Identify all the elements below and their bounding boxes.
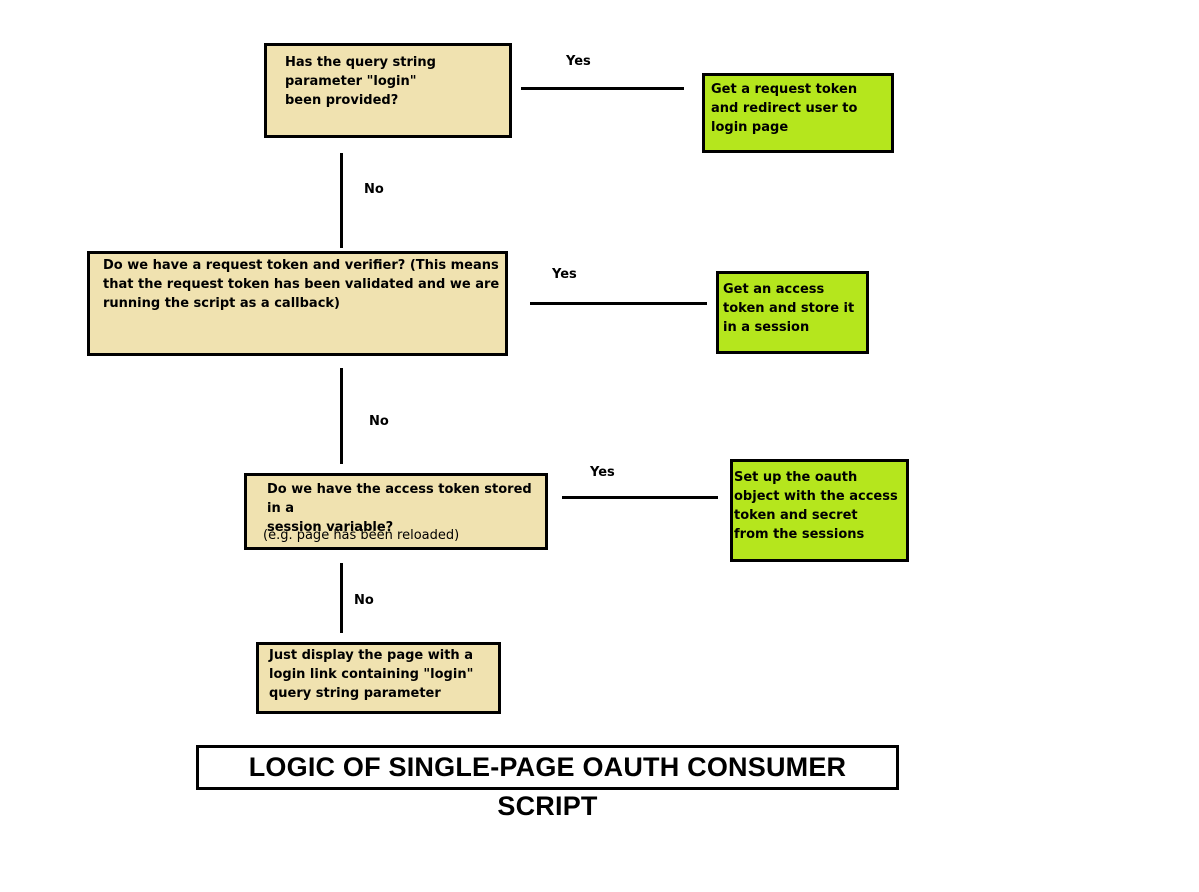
action-text: Get an access token and store it in a se… (723, 282, 855, 335)
diagram-title: LOGIC OF SINGLE-PAGE OAUTH CONSUMER SCRI… (196, 745, 899, 821)
final-text: Just display the page with a login link … (269, 648, 474, 701)
no-connector (340, 153, 343, 248)
decision-box-request-token-verifier: Do we have a request token and verifier?… (87, 251, 508, 356)
no-label: No (369, 414, 389, 429)
no-label: No (354, 593, 374, 608)
action-box-request-token: Get a request token and redirect user to… (702, 73, 894, 153)
no-connector (340, 368, 343, 464)
no-connector (340, 563, 343, 633)
decision-box-login-param: Has the query string parameter "login" b… (264, 43, 512, 138)
action-text: Set up the oauth object with the access … (734, 470, 898, 542)
no-label: No (364, 182, 384, 197)
yes-connector (530, 302, 707, 305)
decision-note: (e.g. page has been reloaded) (263, 528, 460, 543)
decision-text: Do we have a request token and verifier?… (103, 258, 500, 311)
yes-label: Yes (566, 54, 591, 69)
decision-text: Has the query string parameter "login" b… (285, 55, 436, 108)
yes-connector (521, 87, 684, 90)
yes-connector (562, 496, 718, 499)
final-box-display-page: Just display the page with a login link … (256, 642, 501, 714)
decision-text: Do we have the access token stored in a … (267, 482, 532, 535)
decision-box-access-token-session: Do we have the access token stored in a … (244, 473, 548, 550)
action-box-access-token: Get an access token and store it in a se… (716, 271, 869, 354)
yes-label: Yes (590, 465, 615, 480)
yes-label: Yes (552, 267, 577, 282)
action-box-setup-oauth: Set up the oauth object with the access … (730, 459, 909, 562)
action-text: Get a request token and redirect user to… (711, 82, 858, 135)
